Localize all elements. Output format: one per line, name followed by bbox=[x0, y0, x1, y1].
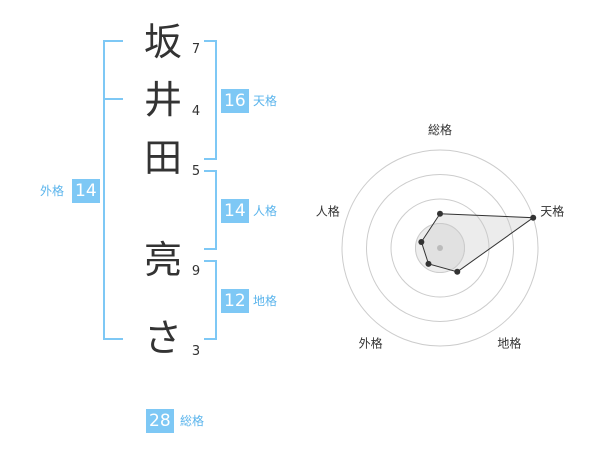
radar-data-polygon bbox=[420, 213, 535, 273]
name-char-3: 田 bbox=[143, 136, 182, 180]
radar-data-point bbox=[425, 260, 432, 267]
radar-ring bbox=[366, 174, 514, 322]
name-char-5: さ bbox=[143, 316, 182, 360]
chikaku-bracket bbox=[204, 260, 217, 340]
gaikaku-badge: 14 bbox=[72, 179, 100, 203]
chikaku-label: 地格 bbox=[253, 294, 278, 308]
name-char-1: 坂 bbox=[143, 20, 182, 64]
jinkaku-label: 人格 bbox=[253, 204, 278, 218]
radar-ring bbox=[390, 198, 490, 298]
jinkaku-badge: 14 bbox=[221, 199, 249, 223]
radar-data-point bbox=[530, 214, 537, 221]
tenkaku-label: 天格 bbox=[253, 94, 278, 108]
jinkaku-bracket bbox=[204, 170, 217, 250]
radar-center-dot bbox=[437, 245, 443, 251]
gaikaku-bracket bbox=[103, 40, 123, 340]
tenkaku-badge: 16 bbox=[221, 89, 249, 113]
radar-axis-label: 外格 bbox=[359, 336, 383, 351]
radar-data-point bbox=[454, 268, 461, 275]
radar-axis-label: 天格 bbox=[540, 204, 564, 219]
radar-axis-label: 地格 bbox=[497, 336, 521, 351]
soukaku-label: 総格 bbox=[180, 414, 205, 428]
gaikaku-divider-tick bbox=[103, 98, 123, 100]
stroke-count-5: 3 bbox=[191, 344, 201, 359]
radar-axis-label: 人格 bbox=[316, 204, 340, 219]
radar-axis-label: 総格 bbox=[428, 122, 452, 137]
stroke-count-2: 4 bbox=[191, 104, 201, 119]
radar-ring bbox=[341, 149, 539, 347]
stroke-count-1: 7 bbox=[191, 42, 201, 57]
stroke-count-4: 9 bbox=[191, 264, 201, 279]
tenkaku-bracket bbox=[204, 40, 217, 160]
soukaku-badge: 28 bbox=[146, 409, 174, 433]
radar-data-point bbox=[418, 238, 425, 245]
name-char-2: 井 bbox=[143, 78, 182, 122]
radar-data-point bbox=[437, 210, 443, 217]
stroke-count-3: 5 bbox=[191, 164, 201, 179]
name-char-4: 亮 bbox=[143, 238, 182, 282]
chikaku-badge: 12 bbox=[221, 289, 249, 313]
gaikaku-label: 外格 bbox=[40, 184, 65, 198]
